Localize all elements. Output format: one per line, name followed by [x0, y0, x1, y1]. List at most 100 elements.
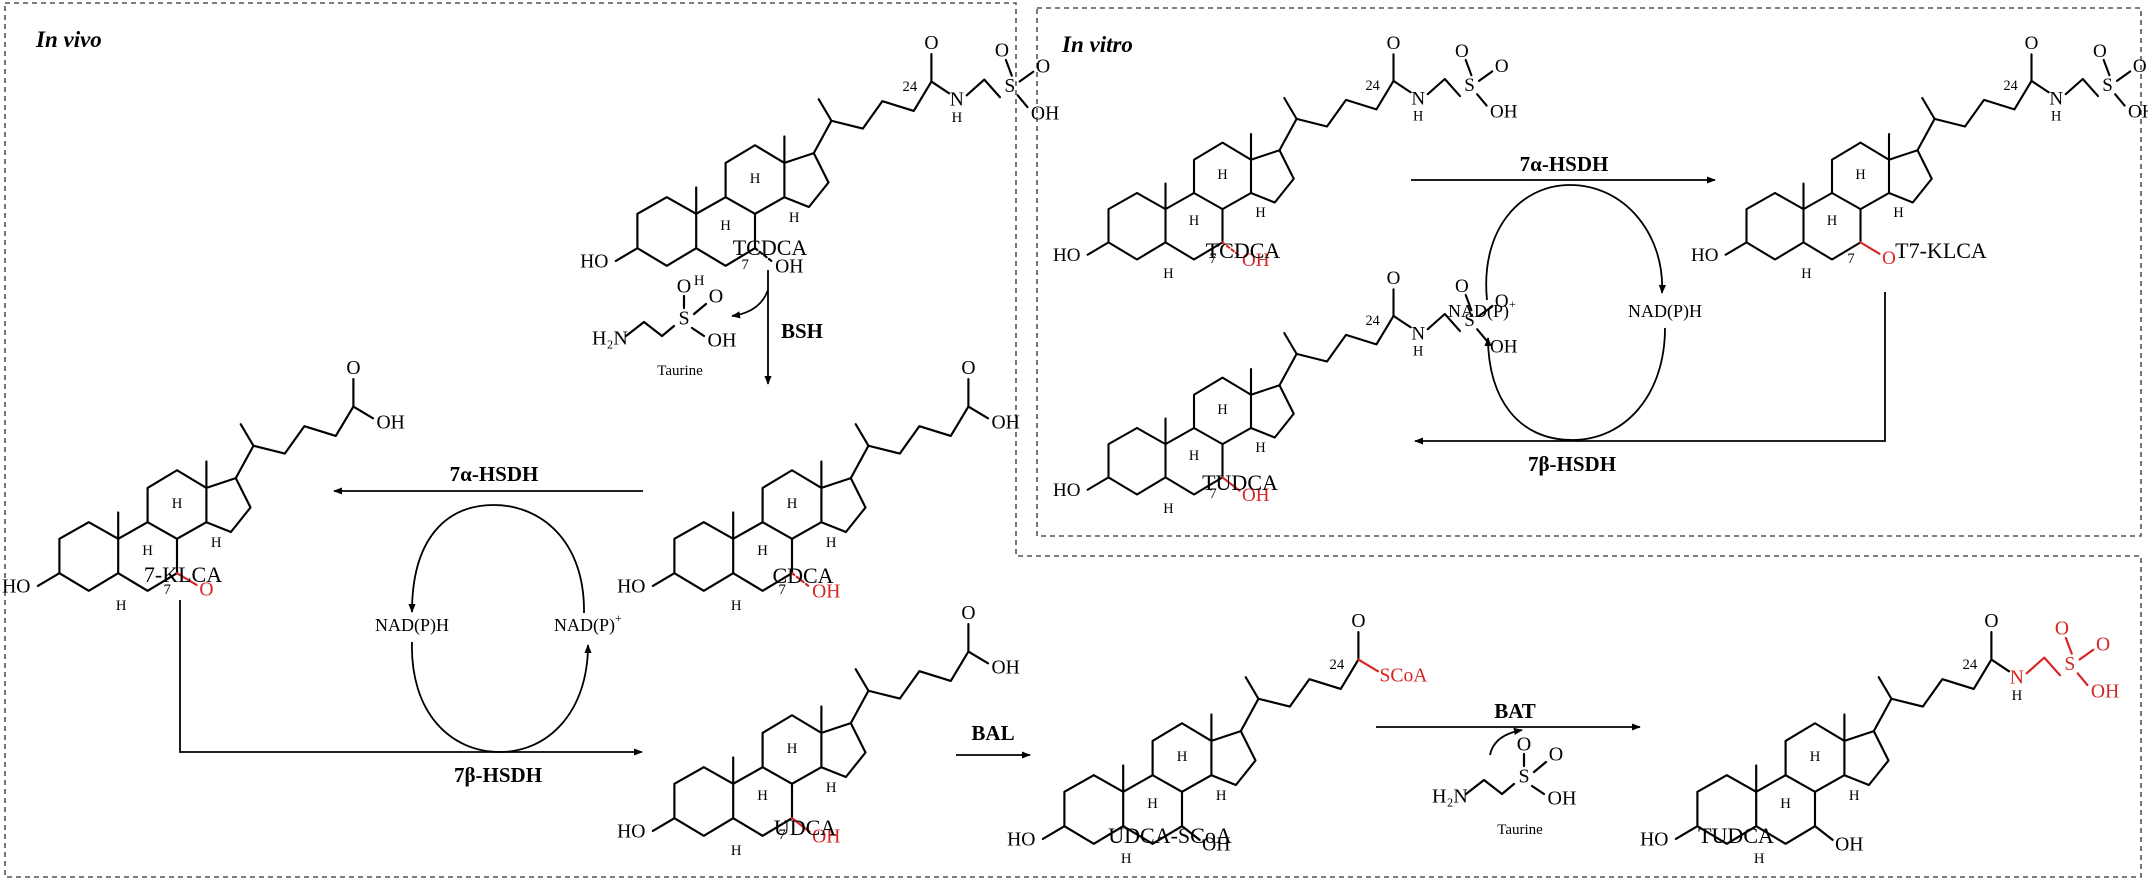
h-c5: H: [1163, 501, 1173, 517]
taurine-soh: [1530, 784, 1546, 796]
h-c5: H: [1121, 851, 1132, 867]
hsdh-beta-arrow-in-vivo: [179, 600, 643, 756]
h-c5: H: [731, 598, 742, 614]
acid-oh: OH: [376, 413, 404, 434]
amide-bond: [1990, 658, 2011, 673]
ring-bonds-3: [761, 714, 823, 785]
ring-bonds-4: [1887, 149, 1933, 204]
ring-bonds-3: [1192, 376, 1253, 446]
ring-bonds-2: [732, 521, 794, 592]
ring-bonds-2: [1802, 191, 1862, 261]
taurine-release-arrow: [731, 289, 769, 319]
so-bond-1: [1464, 58, 1473, 77]
taurine-soh: [690, 326, 706, 338]
c3-bond: [36, 572, 61, 587]
cofactor-cycle-bottom-in-vitro: [1484, 327, 1666, 441]
sulfonate-oh: OH: [1490, 337, 1518, 358]
c24-locant: 24: [902, 79, 917, 95]
sulfonate-oh: OH: [2091, 681, 2119, 702]
taurine-o2: O: [709, 286, 723, 308]
sulfonate-o2: O: [1036, 56, 1050, 77]
h-c5: H: [1801, 266, 1811, 282]
taurine-uptake-arrow: [1489, 727, 1523, 756]
taurine-chain: [1464, 778, 1516, 796]
nadp-sup-in-vivo: +: [615, 611, 622, 625]
label-klca: 7-KLCA: [144, 562, 222, 587]
carbonyl-o: O: [1387, 268, 1401, 289]
carbonyl-o: O: [1984, 611, 1998, 632]
amide-bond: [930, 80, 951, 95]
sulfonate-o2: O: [1495, 291, 1509, 312]
amide-n: N: [2010, 668, 2024, 689]
h-c14: H: [1255, 205, 1265, 221]
ring-bonds-1: [636, 196, 698, 267]
c24-locant: 24: [2003, 78, 2017, 94]
taurine-oh: OH: [1548, 788, 1577, 810]
ethyl-bridge: [1426, 312, 1462, 333]
side-chain: [1239, 658, 1360, 733]
cofactor-cycle-bottom: [411, 641, 592, 753]
h-c14: H: [1849, 788, 1860, 804]
ring-bonds-4: [1843, 730, 1890, 787]
taurine-s: S: [1518, 766, 1529, 788]
cofactor-cycle-top-in-vitro: [1485, 184, 1667, 301]
ring-bonds-1: [1107, 191, 1167, 261]
h-c5: H: [116, 598, 127, 614]
c3-bond: [614, 247, 639, 262]
label-udca: UDCA: [774, 815, 836, 840]
so-bond-1: [2102, 58, 2111, 77]
c7-bond: [790, 817, 811, 833]
ring-bonds-1: [673, 521, 735, 592]
so-bond-2: [2115, 70, 2132, 82]
taurine-so2: [692, 302, 708, 316]
ring-bonds-2: [1755, 774, 1817, 845]
ring-bonds-1: [58, 521, 120, 592]
thioester-bond: [1357, 658, 1380, 673]
acid-bond: [967, 405, 990, 420]
c21-methyl: [1921, 96, 1936, 120]
side-chain: [234, 405, 355, 480]
label-hsdh-alpha-in-vivo: 7α-HSDH: [450, 462, 539, 486]
label-hsdh-alpha-in-vitro: 7α-HSDH: [1520, 152, 1609, 176]
c21-methyl: [1283, 96, 1298, 120]
c21-methyl: [1244, 676, 1260, 700]
sulfonate-oh: OH: [1031, 103, 1059, 124]
ring-bonds-3: [1192, 141, 1253, 211]
acid-bond: [352, 405, 375, 420]
label-nadph-in-vitro: NAD(P)H: [1628, 301, 1702, 322]
label-nadp-in-vivo: NAD(P)+: [554, 611, 622, 636]
c7-locant: 7: [742, 257, 749, 273]
label-t7klca: T7-KLCA: [1895, 238, 1987, 263]
h-c5: H: [1754, 851, 1765, 867]
h-c14: H: [789, 210, 800, 226]
ring-bonds-4: [1249, 384, 1295, 439]
soh-bond: [1016, 94, 1029, 109]
ethyl-bridge: [1426, 77, 1462, 98]
h-c5: H: [694, 273, 705, 289]
carbonyl-o: O: [2025, 33, 2039, 54]
h-c8: H: [172, 496, 183, 512]
label-tudca-in-vivo: TUDCA: [1698, 823, 1774, 848]
in-vivo-label: In vivo: [35, 27, 102, 52]
ring-bonds-1: [1745, 191, 1805, 261]
side-chain: [1278, 314, 1395, 387]
ring-bonds-3: [1151, 722, 1213, 793]
c21-methyl: [239, 423, 255, 447]
side-chain: [1872, 658, 1993, 733]
c3-hydroxyl: HO: [617, 576, 645, 597]
c3-bond: [651, 817, 676, 832]
label-hsdh-beta-in-vivo: 7β-HSDH: [454, 763, 542, 787]
sulfonate-s: S: [1464, 310, 1475, 331]
thioester-scoa: SCoA: [1380, 666, 1428, 687]
c3-hydroxyl: HO: [1053, 245, 1080, 266]
taurine-so2: [1532, 760, 1548, 774]
h-c9: H: [757, 788, 768, 804]
so-bond-2: [1477, 70, 1494, 82]
ring-bonds-4: [1210, 730, 1257, 787]
